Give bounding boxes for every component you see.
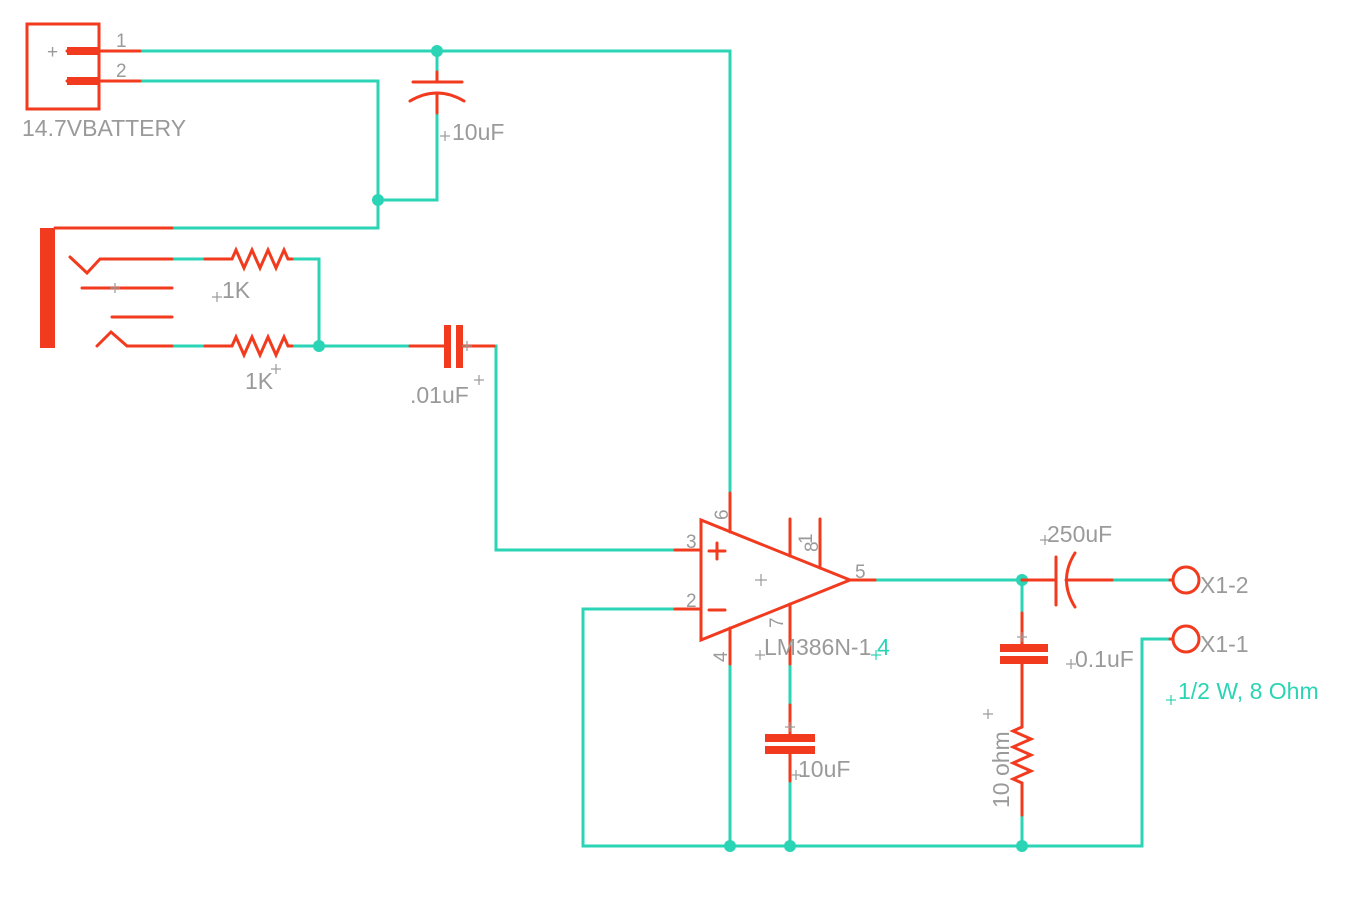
opamp-pin4-label: 4	[711, 651, 732, 662]
zobel-capacitor-symbol	[1000, 611, 1048, 729]
opamp-pin3-label: 3	[686, 532, 697, 553]
wire-supply-cap-bottom	[376, 111, 439, 202]
wire-pin2-ground	[581, 607, 1172, 848]
input-cap-value: .01uF	[410, 382, 469, 408]
opamp-pin1-label: 1	[796, 533, 817, 544]
zobel-resistor-value: 10 ohm	[988, 731, 1014, 808]
wire-input-to-pin3	[492, 344, 677, 552]
output-cap-value: 250uF	[1047, 521, 1112, 547]
battery-symbol: + 1 2	[25, 22, 142, 111]
input-capacitor-symbol	[408, 325, 496, 368]
supply-capacitor-symbol	[408, 70, 466, 115]
bypass-capacitor-symbol	[765, 703, 815, 783]
opamp-part-suffix: 4	[877, 634, 890, 660]
opamp-pin5-label: 5	[855, 562, 866, 583]
junction-ground-zobel	[1016, 840, 1028, 852]
resistor-bottom-value: 1K	[245, 368, 274, 394]
junction-resistors	[313, 340, 325, 352]
junction-battery-neg	[372, 194, 384, 206]
junction-ground-pin4	[724, 840, 736, 852]
opamp-symbol	[673, 491, 877, 666]
wires	[138, 49, 1172, 848]
junctions	[313, 45, 1028, 852]
speaker-value: 1/2 W, 8 Ohm	[1178, 678, 1319, 704]
zobel-cap-value: 0.1uF	[1075, 646, 1134, 672]
junction-ground-bypass	[784, 840, 796, 852]
speaker-pin1-label: X1-1	[1200, 631, 1249, 657]
opamp-pin2-label: 2	[686, 591, 697, 612]
resistor-top-value: 1K	[222, 277, 251, 303]
battery-pin2-label: 2	[116, 61, 127, 82]
wire-r-top-join	[290, 257, 321, 348]
wire-battery-negative	[138, 79, 380, 230]
battery-label: 14.7VBATTERY	[22, 115, 186, 141]
output-capacitor-symbol	[1020, 551, 1114, 609]
opamp-pin7-label: 7	[767, 617, 788, 628]
junction-vcc	[431, 45, 443, 57]
resistor-symbol-top	[203, 246, 294, 272]
opamp-part-name: LM386N-1	[764, 634, 871, 660]
resistor-symbol-bottom	[203, 333, 294, 359]
opamp-pin8-label: 8	[802, 541, 823, 552]
battery-pin1-label: 1	[116, 31, 127, 52]
audio-jack-symbol	[40, 226, 174, 348]
speaker-terminal-symbol	[1168, 565, 1201, 654]
zobel-resistor-symbol	[1009, 725, 1035, 817]
wire-vcc-rail	[138, 49, 732, 495]
opamp-pin6-label: 6	[712, 509, 733, 520]
bypass-cap-value: 10uF	[798, 756, 850, 782]
speaker-pin2-label: X1-2	[1200, 572, 1249, 598]
battery-plus-sign: +	[47, 42, 58, 63]
supply-cap-value: 10uF	[452, 119, 504, 145]
